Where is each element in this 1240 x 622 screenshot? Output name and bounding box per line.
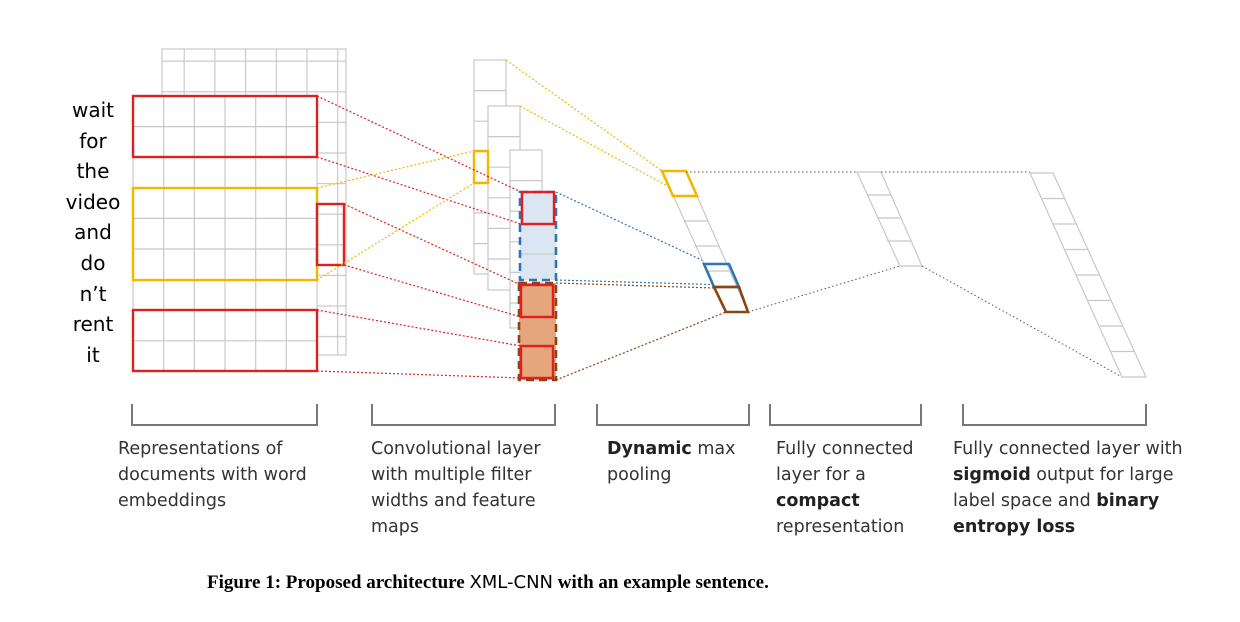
bracket-fc-compact [769,404,922,426]
connectors-embedding-conv [316,95,522,379]
sentence-token: do [80,251,106,275]
sentence-token: and [74,220,112,245]
filter-window-red-middle [315,202,346,267]
output-sigmoid-layer [1029,172,1147,378]
sentence-token: it [86,342,100,367]
sentence-token: video [65,189,121,214]
caption-text: Representations of documents with word e… [118,439,307,511]
pooled-vector [660,169,750,314]
caption-fc-output: Fully connected layer with sigmoid outpu… [953,436,1193,540]
sentence-token: rent [72,312,114,337]
caption-emphasis: Dynamic [607,439,692,459]
caption-text: Fully connected layer with [953,439,1183,459]
caption-fc-compact: Fully connected layer for a compact repr… [776,436,936,540]
connectors-fc1-output [881,171,1123,378]
caption-text: representation [776,517,905,537]
caption-model-name: XML-CNN [469,572,554,593]
connectors-conv-pooling [505,59,729,381]
bracket-convolution [371,404,556,426]
caption-emphasis: binary entropy loss [953,491,1160,537]
pooling-region-blue [518,190,558,282]
caption-text: Convolutional layer with multiple filter… [371,439,541,537]
caption-emphasis: compact [776,491,860,511]
figure-caption: Figure 1: Proposed architecture XML-CNN … [207,572,769,594]
caption-prefix: Figure 1: Proposed architecture [207,572,470,593]
sentence-token: for [79,128,107,153]
caption-text: output for large label space and [953,465,1174,511]
connectors-pooling-fc1 [686,171,901,313]
bracket-fc-output [962,404,1147,426]
fc1-compact-layer [856,171,923,267]
caption-embeddings: Representations of documents with word e… [118,436,328,514]
feature-cell-yellow [472,149,490,185]
caption-text: Fully connected layer for a [776,439,914,485]
bracket-embeddings [131,404,318,426]
filter-window-red-bottom [131,308,319,373]
caption-pooling: Dynamic max pooling [607,436,757,488]
embedding-matrix [132,95,318,372]
stage-brackets [131,404,1147,426]
caption-convolution: Convolutional layer with multiple filter… [371,436,566,540]
caption-emphasis: sigmoid [953,465,1031,485]
filter-window-red-top [131,94,319,159]
caption-suffix: with an example sentence. [553,572,769,593]
bracket-pooling [596,404,750,426]
caption-text: max pooling [607,439,736,485]
sentence-token: the [76,159,110,184]
pooling-region-brown [517,281,558,382]
sentence-token: n’t [79,281,107,306]
sentence-token: wait [71,98,114,122]
